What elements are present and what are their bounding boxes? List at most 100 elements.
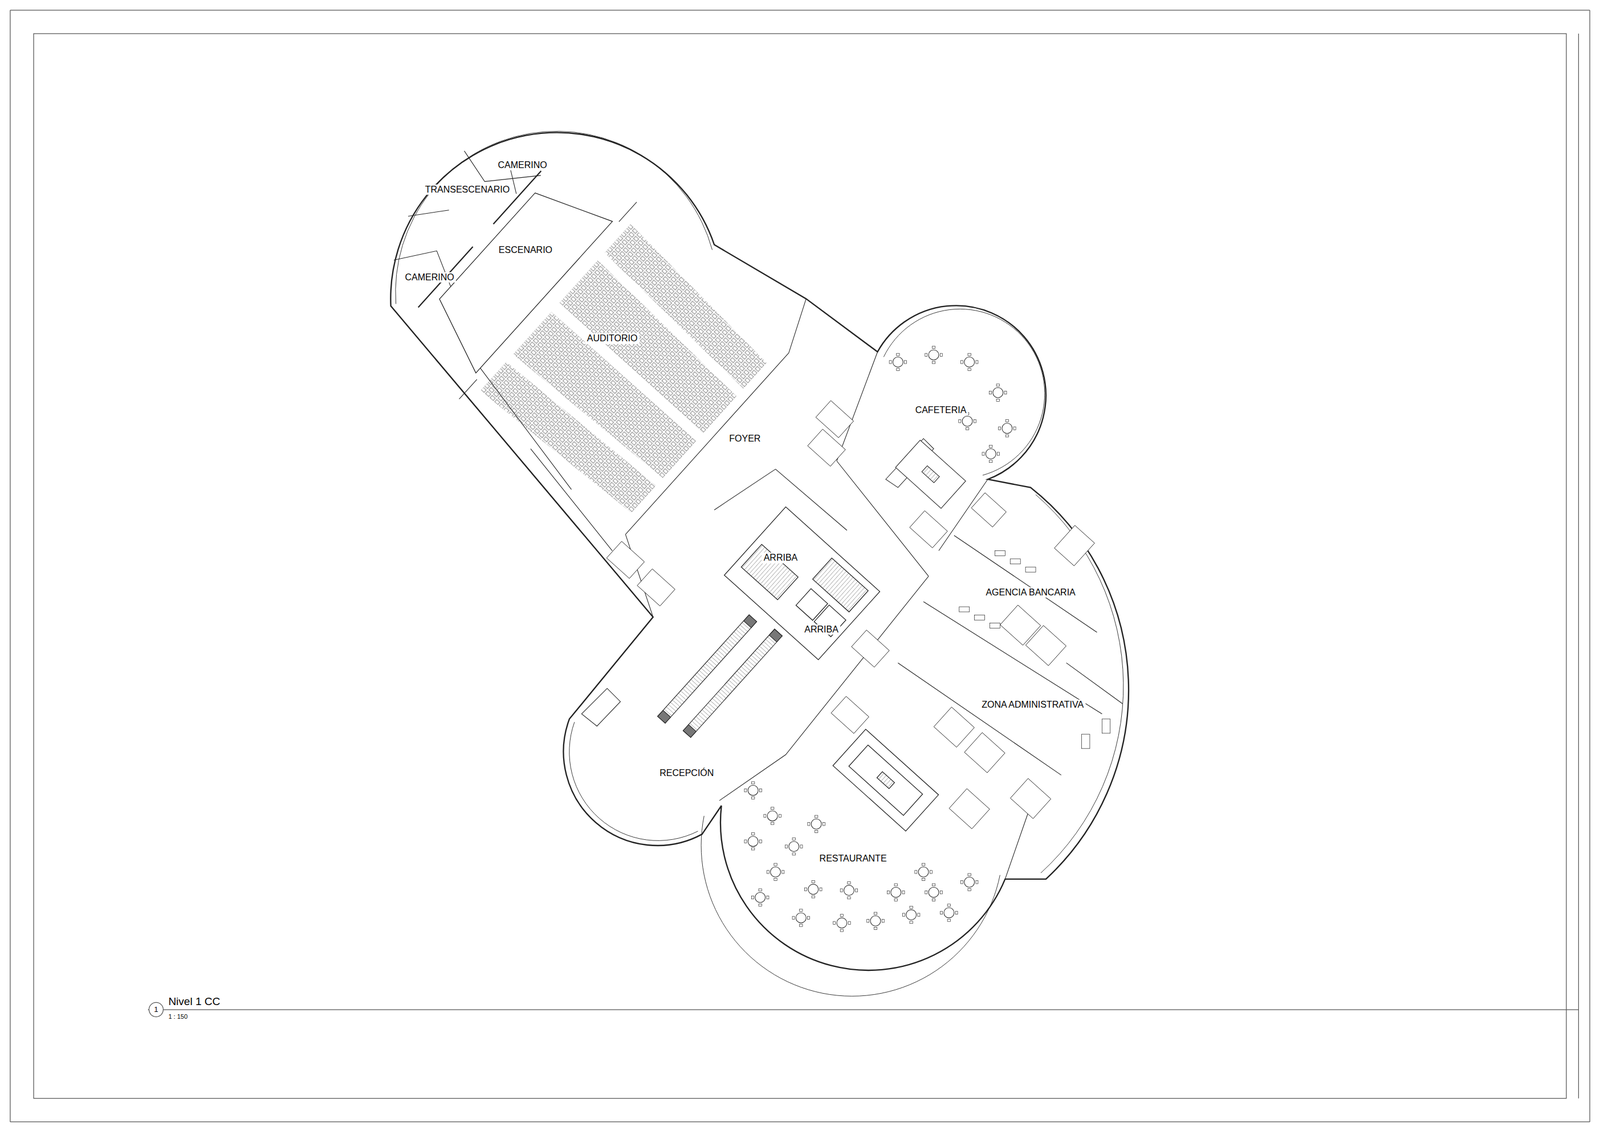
table: [804, 881, 822, 899]
table: [925, 346, 943, 364]
escalator-end: [657, 710, 671, 724]
table: [940, 904, 958, 922]
room-name: ESCENARIO: [497, 244, 555, 255]
interior-walls: [393, 151, 1123, 880]
table: [960, 353, 978, 371]
table: [785, 837, 803, 856]
desk: [1101, 719, 1110, 734]
escalator-end: [682, 725, 696, 739]
toilet: [971, 493, 1007, 528]
table: [792, 909, 810, 927]
escalator-steps: [682, 629, 783, 738]
table: [902, 906, 920, 924]
table: [744, 832, 762, 850]
room-name: AUDITORIO: [585, 333, 640, 344]
table: [807, 815, 825, 833]
sheet-title: Nivel 1 CC: [168, 995, 221, 1009]
table: [763, 807, 781, 825]
table: [887, 884, 905, 902]
frame-line: [1578, 33, 1579, 1099]
desk: [1081, 734, 1090, 749]
scale-note: 1 : 150: [168, 1013, 188, 1021]
title-line: [148, 1009, 1579, 1011]
escalator-end: [743, 615, 757, 629]
frame-line: [9, 10, 11, 1123]
desk: [989, 623, 1000, 629]
toilet: [606, 541, 645, 579]
desk: [974, 615, 985, 621]
seat-block: [480, 356, 657, 521]
room-name: ARRIBA: [802, 624, 841, 635]
table: [866, 912, 885, 930]
frame-line: [10, 1121, 1590, 1123]
view-callout-circle: [148, 1002, 164, 1017]
table: [889, 353, 907, 371]
desk: [1025, 567, 1036, 573]
table: [960, 873, 978, 891]
core-box: [724, 507, 881, 661]
table: [989, 384, 1007, 402]
building-outline: [390, 132, 1129, 971]
bar-inner: [848, 745, 923, 816]
seating: [480, 224, 775, 521]
room-name: CAMERINO: [403, 272, 457, 283]
table: [982, 445, 1000, 463]
desks: [959, 551, 1111, 749]
office: [949, 788, 990, 830]
room-name: RECEPCIÓN: [657, 768, 716, 779]
service-rooms: [606, 400, 1095, 830]
wall: [459, 379, 478, 400]
room-name: CAFETERIA: [913, 404, 969, 415]
kitchen-box: [895, 440, 966, 509]
elevator: [795, 588, 828, 621]
table: [833, 914, 851, 932]
restaurant-tables: [744, 782, 979, 932]
room-name: RESTAURANTE: [817, 853, 889, 865]
room-name: AGENCIA BANCARIA: [983, 587, 1077, 598]
desk: [1010, 559, 1021, 565]
office: [933, 707, 975, 748]
toilet: [807, 429, 846, 467]
view-number: 1: [153, 1006, 158, 1015]
stair: [812, 558, 869, 613]
table: [998, 420, 1016, 438]
office: [1010, 778, 1052, 820]
frame-border: [33, 33, 1567, 1099]
cafeteria-tables: [889, 346, 1016, 463]
kitchen: [895, 440, 966, 509]
room-name: TRANSESCENARIO: [423, 184, 512, 195]
toilet: [909, 510, 948, 548]
office: [964, 733, 1005, 774]
stove: [921, 465, 940, 483]
stage-wall: [493, 171, 541, 225]
building: [390, 131, 1129, 997]
stair-core: [724, 507, 881, 661]
office: [1054, 525, 1095, 567]
building-inner-wall: [395, 131, 1124, 997]
toilet: [851, 630, 890, 668]
frame-line: [1589, 10, 1590, 1123]
stove: [876, 771, 895, 789]
table: [751, 889, 769, 907]
sheet-frame: [10, 10, 1590, 1123]
bar: [832, 729, 939, 832]
toilet: [637, 568, 675, 606]
room-name: ZONA ADMINISTRATIVA: [979, 699, 1086, 711]
desk: [994, 551, 1005, 557]
escalator-end: [768, 629, 783, 643]
room-name: CAMERINO: [495, 160, 549, 171]
stage-group: [391, 140, 789, 536]
room-name: ARRIBA: [762, 552, 800, 564]
table: [744, 782, 762, 800]
escalator: [682, 629, 783, 738]
reception-desk: [581, 688, 621, 727]
desk: [959, 607, 970, 613]
table: [840, 881, 858, 899]
table: [914, 863, 932, 881]
toilet: [831, 696, 869, 734]
frame-line: [10, 9, 1590, 11]
table: [925, 884, 943, 902]
room-name: FOYER: [727, 433, 763, 445]
restaurant-bar: [832, 729, 939, 832]
